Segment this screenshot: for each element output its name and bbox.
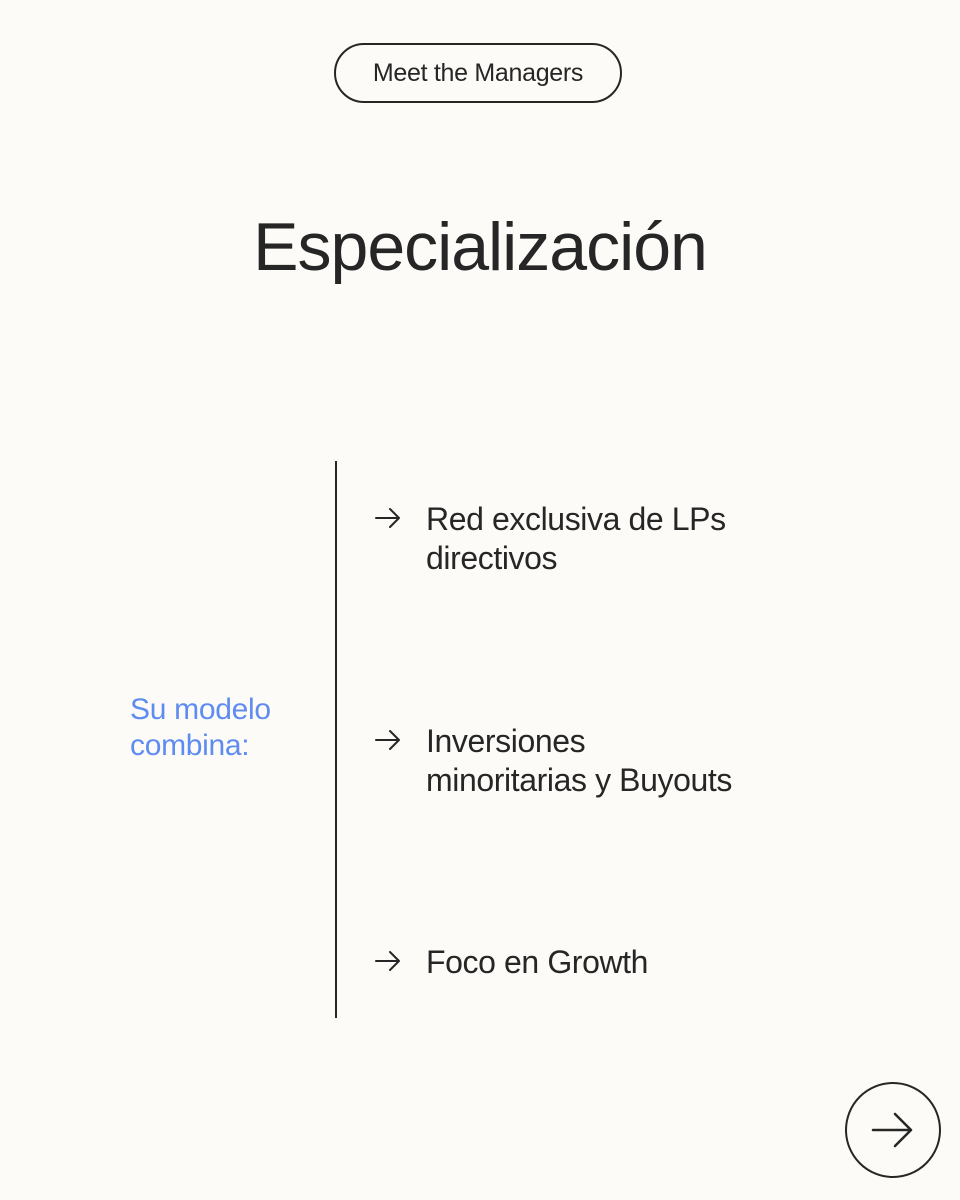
list-item: Red exclusiva de LPs directivos [372,500,912,578]
lead-line-1: Su modelo [130,693,271,726]
list-item-line-1: Foco en Growth [426,944,649,980]
list-item-line-1: Inversiones [426,723,586,759]
page-title: Especialización [253,209,708,285]
lead-text: Su modelo combina: [130,692,320,764]
arrow-right-icon [375,508,400,528]
list-item-text: Foco en Growth [426,943,648,982]
list-item-line-2: minoritarias y Buyouts [426,762,732,798]
list-item: Foco en Growth [372,943,912,982]
arrow-right-icon [871,1112,913,1148]
vertical-divider [335,461,337,1018]
list-item-line-2: directivos [426,540,558,576]
list-item-text: Red exclusiva de LPs directivos [426,500,726,578]
arrow-right-icon [375,730,400,750]
meet-the-managers-tag: Meet the Managers [334,43,622,103]
tag-label: Meet the Managers [372,58,584,87]
lead-line-2: combina: [130,729,250,762]
list-item-line-1: Red exclusiva de LPs [426,501,726,537]
list-item: Inversiones minoritarias y Buyouts [372,722,912,800]
arrow-right-icon [375,951,400,971]
list-item-text: Inversiones minoritarias y Buyouts [426,722,732,800]
next-slide-button[interactable] [845,1082,941,1178]
